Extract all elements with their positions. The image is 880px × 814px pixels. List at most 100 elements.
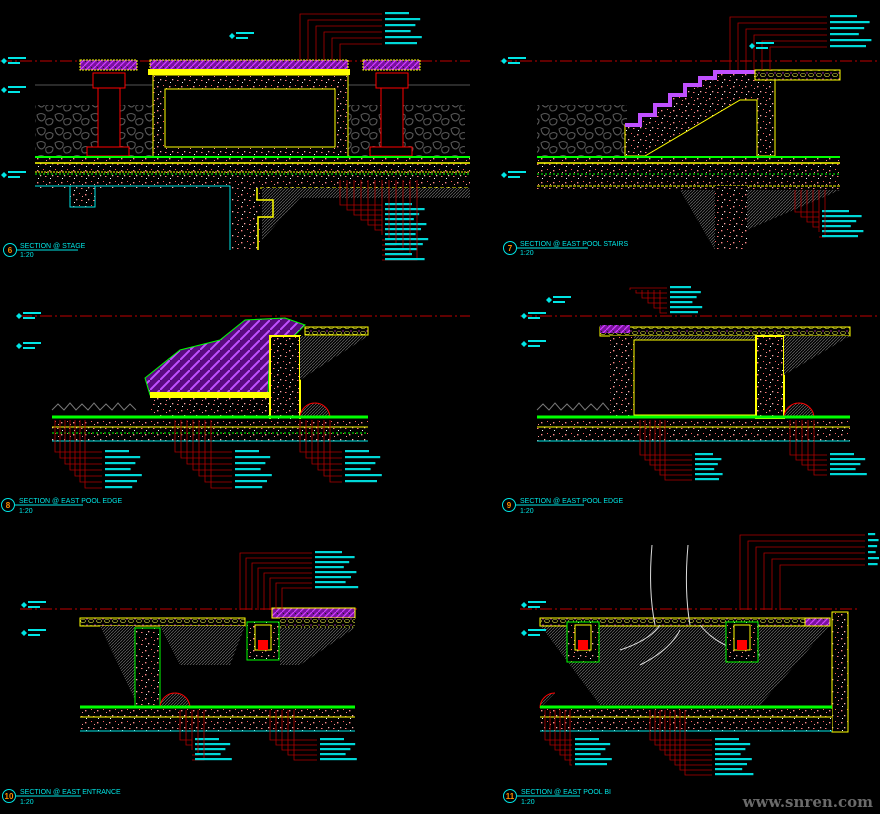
- leader-line: [299, 420, 342, 453]
- leader-line: [323, 31, 382, 60]
- note-text-mark: [715, 768, 743, 771]
- note-text-mark: [105, 474, 142, 477]
- leader-line: [307, 19, 382, 60]
- leader-line: [185, 710, 192, 746]
- level-value-mark: [8, 86, 26, 88]
- note-text-mark: [235, 480, 267, 483]
- note-text-mark: [235, 462, 266, 465]
- note-text-mark: [830, 453, 854, 456]
- note-text-mark: [315, 561, 350, 564]
- level-marker-icon: [546, 297, 552, 303]
- section-scale: 1:20: [20, 799, 34, 806]
- level-marker-icon: [1, 58, 7, 64]
- leader-line: [664, 420, 692, 481]
- note-text-mark: [822, 230, 864, 233]
- note-text-mark: [830, 15, 857, 18]
- leader-line: [674, 710, 712, 766]
- note-text-mark: [830, 27, 865, 30]
- leader-line: [257, 567, 312, 610]
- leader-line: [317, 420, 342, 471]
- note-text-mark: [830, 45, 866, 48]
- note-text-mark: [345, 462, 376, 465]
- level-value-mark: [23, 347, 35, 349]
- level-marker-icon: [521, 602, 527, 608]
- level-value-mark: [528, 606, 540, 608]
- note-text-mark: [715, 748, 746, 751]
- note-text-mark: [830, 468, 856, 471]
- section-scale: 1:20: [20, 252, 34, 259]
- note-text-mark: [385, 243, 423, 246]
- note-text-mark: [235, 486, 263, 489]
- note-text-mark: [868, 551, 876, 554]
- leader-line: [679, 710, 712, 771]
- level-marker-icon: [229, 33, 235, 39]
- note-text-mark: [385, 18, 421, 21]
- leader-line: [659, 420, 692, 476]
- note-text-mark: [670, 296, 697, 299]
- level-value-mark: [553, 296, 571, 298]
- section-title-7: 7 SECTION @ EAST POOL STAIRS 1:20: [503, 241, 628, 257]
- note-text-mark: [235, 474, 272, 477]
- section-number: 6: [8, 246, 13, 255]
- section-title-10: 10 SECTION @ EAST ENTRANCE 1:20: [2, 789, 121, 806]
- note-text-mark: [345, 456, 381, 459]
- note-text-mark: [385, 208, 425, 211]
- note-text-mark: [385, 218, 414, 221]
- section-scale: 1:20: [19, 508, 33, 515]
- note-text-mark: [670, 291, 701, 294]
- leader-line: [769, 46, 827, 70]
- note-text-mark: [385, 223, 427, 226]
- leader-line: [635, 290, 667, 294]
- note-text-mark: [575, 743, 611, 746]
- note-text-mark: [715, 753, 741, 756]
- note-text-mark: [830, 21, 870, 24]
- level-marker-icon: [521, 630, 527, 636]
- level-value-mark: [8, 57, 26, 59]
- note-text-mark: [868, 557, 880, 560]
- section-number: 7: [508, 244, 513, 253]
- leader-line: [789, 420, 827, 456]
- note-text-mark: [822, 225, 851, 228]
- level-value-mark: [236, 32, 254, 34]
- leader-line: [54, 420, 102, 453]
- note-text-mark: [830, 458, 866, 461]
- leader-line: [245, 557, 312, 610]
- leader-line: [812, 190, 819, 228]
- leader-line: [315, 25, 382, 60]
- leader-line: [186, 420, 232, 465]
- leader-line: [323, 420, 342, 477]
- note-text-mark: [385, 258, 425, 261]
- note-text-mark: [195, 758, 232, 761]
- leader-line: [251, 562, 312, 610]
- annotation-leaders: [1, 12, 880, 776]
- leader-line: [729, 16, 827, 70]
- level-value-mark: [8, 171, 26, 173]
- level-value-mark: [28, 629, 46, 631]
- note-text-mark: [830, 473, 867, 476]
- leader-line: [807, 420, 827, 471]
- note-text-mark: [345, 450, 369, 453]
- note-text-mark: [385, 30, 411, 33]
- section-title-6: 6 SECTION @ STAGE 1:20: [3, 243, 86, 259]
- note-text-mark: [345, 474, 382, 477]
- leader-line: [299, 13, 382, 60]
- level-value-mark: [23, 317, 35, 319]
- section-scale: 1:20: [521, 799, 535, 806]
- note-text-mark: [715, 738, 739, 741]
- leader-line: [353, 180, 382, 216]
- leader-line: [174, 420, 232, 453]
- leader-line: [737, 22, 827, 70]
- leader-line: [192, 420, 232, 471]
- note-text-mark: [315, 556, 355, 559]
- leader-line: [346, 180, 382, 211]
- section-7-stairs: [500, 60, 880, 250]
- section-title: SECTION @ EAST POOL EDGE: [520, 498, 624, 505]
- section-title-8: 8 SECTION @ EAST POOL EDGE 1:20: [1, 498, 123, 515]
- note-text-mark: [715, 763, 747, 766]
- note-text-mark: [822, 235, 858, 238]
- note-text-mark: [235, 468, 261, 471]
- note-text-mark: [695, 478, 719, 481]
- level-marker-icon: [749, 43, 755, 49]
- leader-line: [204, 420, 232, 483]
- note-text-mark: [822, 215, 862, 218]
